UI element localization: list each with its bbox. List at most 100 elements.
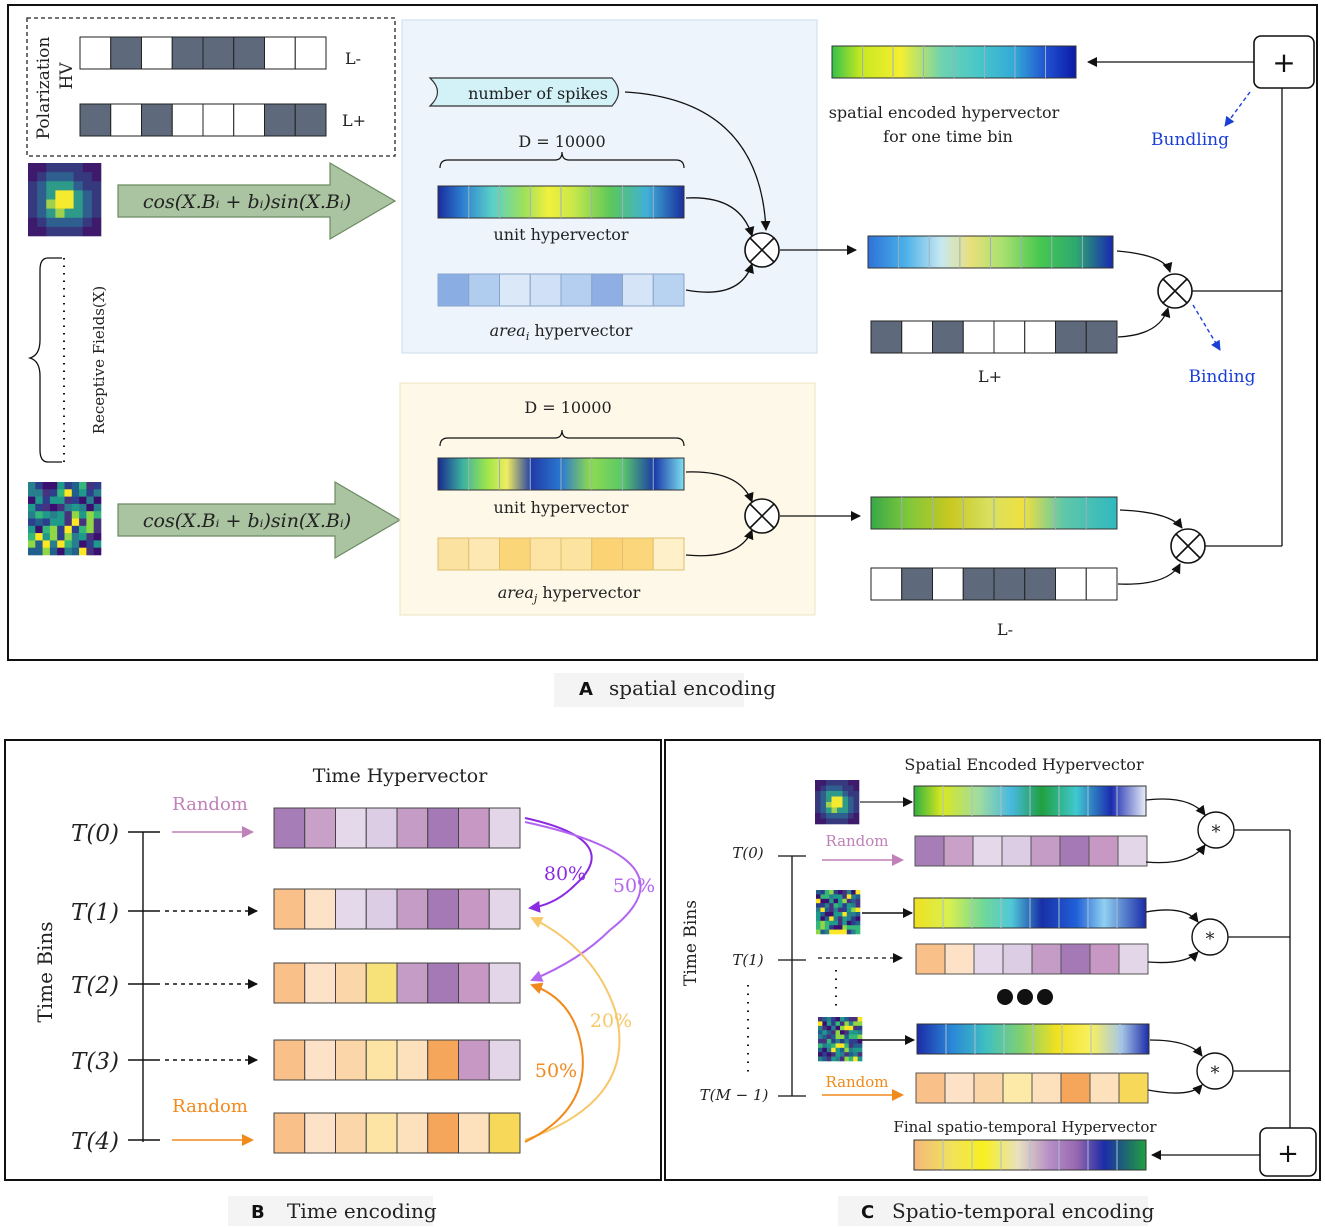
pixel: [46, 190, 56, 200]
pixel: [853, 785, 860, 792]
pixel: [93, 503, 102, 512]
pixel: [855, 898, 861, 904]
pixel: [853, 780, 860, 786]
pixel: [818, 1047, 823, 1053]
pixel: [842, 903, 848, 908]
l-minus-vector: [870, 567, 1118, 601]
pixel: [73, 163, 84, 173]
pixel: [71, 503, 80, 512]
pixel: [842, 925, 848, 930]
pixel: [64, 226, 74, 237]
vector-cell: [1055, 567, 1087, 601]
pixel: [842, 912, 848, 917]
pixel: [848, 1056, 854, 1062]
pixel: [838, 903, 843, 908]
pixel: [842, 898, 848, 904]
pixel: [851, 929, 856, 935]
pixel: [835, 1017, 841, 1022]
pixel: [848, 791, 854, 797]
bound2-to-binding4-arrow: [1119, 509, 1183, 529]
pixel: [831, 1052, 836, 1057]
bundling-operator-c: [1259, 1127, 1317, 1177]
panel-b-20-arrow: [524, 917, 621, 1141]
pixel: [86, 533, 94, 541]
pixel: [91, 199, 102, 209]
binding-operator-4: [1170, 528, 1206, 564]
pixel: [818, 1052, 823, 1057]
pixel: [848, 1025, 854, 1031]
vector-cell: [499, 273, 531, 307]
area-i-label: areai hypervector: [490, 321, 633, 343]
pixel: [86, 489, 94, 497]
pixel: [818, 1030, 823, 1035]
pixel: [826, 1052, 832, 1057]
pixel: [831, 1025, 836, 1031]
l-plus-vector: [870, 320, 1118, 354]
pixel: [848, 780, 854, 786]
binding-pointer: [1192, 304, 1221, 351]
panel-c-random-bottom: Random: [825, 1073, 888, 1091]
panel-c-title: Spatial Encoded Hypervector: [904, 755, 1144, 774]
pixel: [838, 920, 843, 926]
c-cell: [1060, 943, 1091, 975]
area-j-label: areaj hypervector: [498, 583, 641, 605]
pixel: [818, 1017, 823, 1022]
pixel: [64, 511, 73, 519]
pixel: [842, 780, 849, 786]
pixel: [833, 929, 839, 935]
pixel: [37, 226, 47, 237]
pixel: [853, 1039, 858, 1044]
pixel: [838, 916, 843, 922]
pixel: [28, 482, 36, 490]
pixel: [857, 1034, 863, 1040]
pixel: [816, 916, 821, 922]
pixel: [848, 818, 854, 825]
pixel: [848, 1047, 854, 1053]
c-cell: [1118, 1072, 1149, 1104]
caption-c-letter: C: [861, 1202, 874, 1223]
pixel: [28, 172, 38, 182]
receptive-fields-label: Receptive Fields(X): [90, 286, 108, 435]
pixel: [831, 780, 838, 786]
pixel: [853, 1047, 858, 1053]
time-cell: [304, 888, 336, 930]
pixel: [35, 511, 43, 519]
pixel: [93, 496, 102, 505]
pixel: [853, 818, 860, 825]
pixel: [79, 511, 87, 519]
pixel: [86, 511, 94, 519]
pixel: [93, 489, 102, 497]
vector-cell: [468, 537, 500, 571]
pixel: [846, 929, 852, 935]
c-cell: [943, 835, 974, 867]
vector-cell: [202, 103, 235, 137]
pixel: [829, 920, 834, 926]
pixel: [844, 1047, 850, 1053]
pixel: [46, 163, 56, 173]
pixel: [28, 217, 38, 228]
pixel: [853, 1017, 858, 1022]
time-cell: [335, 1039, 367, 1081]
caption-a-bg: [554, 673, 744, 707]
pixel: [73, 208, 84, 219]
pixel: [35, 547, 43, 556]
polarization-title: Polarization: [34, 37, 54, 140]
unit-hypervector-label-bottom: unit hypervector: [493, 498, 628, 517]
pixel: [37, 190, 47, 200]
unit-hypervector-bottom: [437, 457, 685, 491]
panel-b-ticks: T(0)T(1)T(2)T(3)T(4): [71, 821, 160, 1155]
pixel: [826, 813, 832, 819]
pixel: [49, 540, 58, 548]
pixel: [838, 925, 843, 930]
pixel: [815, 796, 821, 803]
vector-cell: [499, 537, 531, 571]
time-cell: [488, 962, 521, 1004]
c-cell: [1059, 835, 1090, 867]
pixel: [833, 903, 839, 908]
vector-cell: [110, 36, 142, 70]
pixel: [64, 172, 74, 182]
pixel: [848, 1017, 854, 1022]
pixel: [816, 903, 821, 908]
pixel: [28, 503, 36, 512]
